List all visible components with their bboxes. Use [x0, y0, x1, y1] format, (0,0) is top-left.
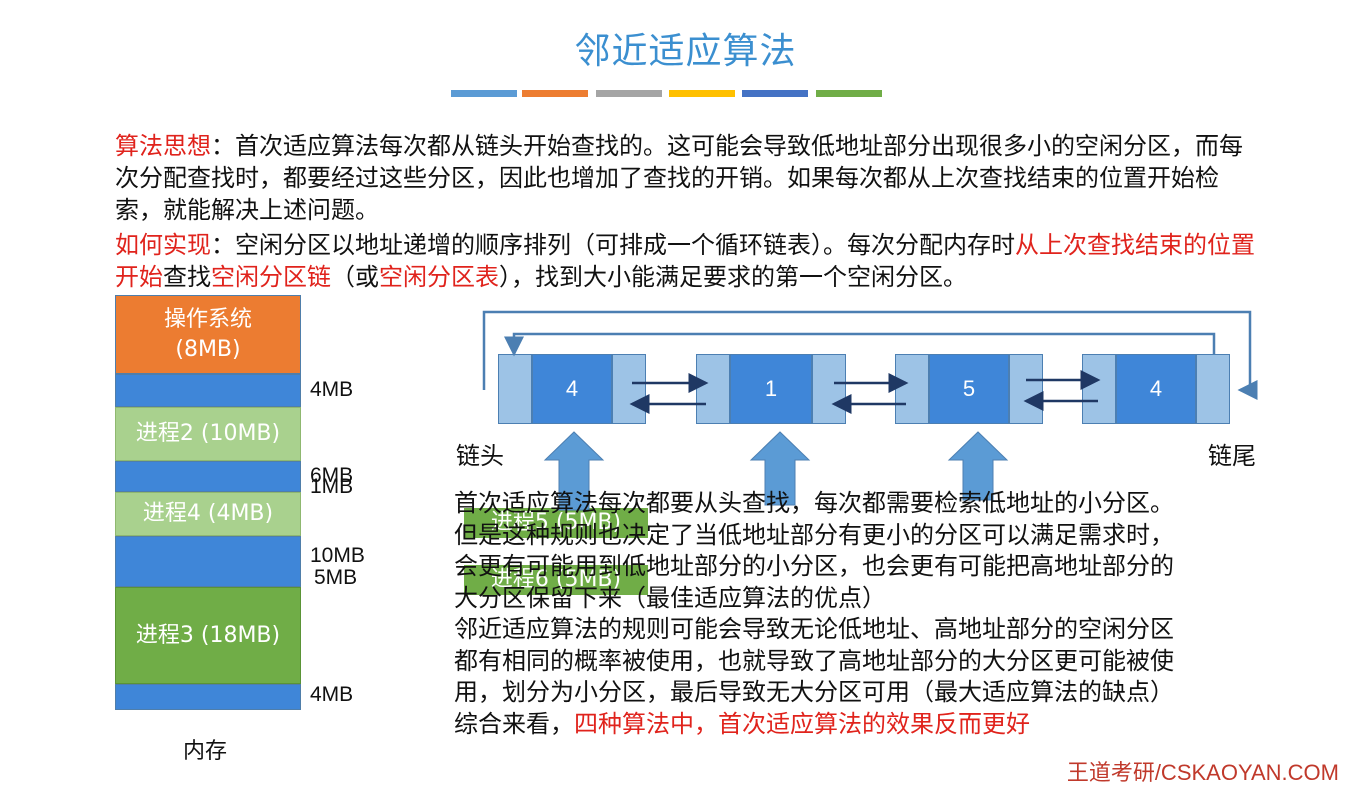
implementation-paragraph: 如何实现：空闲分区以地址递增的顺序排列（可排成一个循环链表）。每次分配内存时从上…	[115, 229, 1265, 293]
memory-block-os: 操作系统 (8MB)	[115, 295, 301, 374]
free-size-3b: 5MB	[314, 566, 358, 589]
list-node-1-value: 4	[532, 354, 612, 424]
process6-label: 进程6 (5MB)	[490, 567, 622, 592]
memory-block-free-3	[115, 536, 301, 587]
os-label: 操作系统	[163, 306, 252, 332]
free-size-1: 4MB	[310, 378, 354, 401]
explanation-line: 邻近适应算法的规则可能会导致无论低地址、高地址部分的空闲分区	[454, 615, 1174, 643]
list-node-1: 4	[498, 354, 646, 424]
impl-text-3: （或	[331, 263, 379, 291]
free-size-4: 4MB	[310, 683, 354, 706]
up-arrow-1	[543, 431, 605, 511]
explanation-line: 大分区保留下来（最佳适应算法的优点）	[454, 583, 886, 612]
impl-red-2: 空闲分区链	[211, 263, 331, 291]
impl-text-1: ：空闲分区以地址递增的顺序排列（可排成一个循环链表）。每次分配内存时	[211, 231, 1015, 259]
title-bar-6	[816, 90, 882, 97]
page-title: 邻近适应算法	[574, 31, 797, 72]
conclusion-highlight: 四种算法中，首次适应算法的效果反而更好	[574, 709, 1030, 738]
title-bar-3	[596, 90, 662, 97]
memory-block-free-4	[115, 684, 301, 710]
title-bar-1	[451, 90, 517, 97]
explanation-line: 会更有可能用到低地址部分的小分区，也会更有可能把高地址部分的	[454, 552, 1174, 580]
loop-inner-arrow	[504, 332, 1216, 357]
impl-text-2: 查找	[163, 263, 211, 291]
list-node-4-value: 4	[1116, 354, 1196, 424]
footer-brand: 王道考研/CSKAOYAN.COM	[1066, 760, 1339, 785]
idea-text: ：首次适应算法每次都从链头开始查找的。这可能会导致低地址部分出现很多小的空闲分区…	[115, 132, 1243, 224]
memory-block-process4: 进程4 (4MB)	[115, 492, 301, 536]
conclusion-prefix: 综合来看，	[454, 709, 574, 738]
free-size-3a: 10MB	[310, 544, 365, 567]
list-node-3-value: 5	[929, 354, 1009, 424]
process4-label: 进程4 (4MB)	[142, 501, 274, 526]
impl-red-1: 从上次查找结束的位置开始	[115, 231, 1255, 291]
explanation-line: 用，划分为小分区，最后导致无大分区可用（最大适应算法的缺点）	[454, 678, 1174, 706]
loop-outer-arrow	[482, 310, 1258, 400]
memory-block-free-2	[115, 461, 301, 492]
process5-label: 进程5 (5MB)	[490, 510, 622, 535]
idea-label: 算法思想	[115, 132, 211, 160]
process6-box: 进程6 (5MB)	[464, 565, 648, 595]
impl-label: 如何实现	[115, 231, 211, 259]
impl-red-3: 空闲分区表	[379, 263, 499, 291]
title-bar-2	[522, 90, 588, 97]
explanation-line: 但是这种规则也决定了当低地址部分有更小的分区可以满足需求时，	[454, 520, 1174, 549]
free-size-2a: 6MB	[310, 464, 354, 487]
memory-block-process2: 进程2 (10MB)	[115, 407, 301, 461]
list-tail-label: 链尾	[1208, 442, 1256, 470]
free-size-2b: 1MB	[310, 475, 354, 498]
up-arrow-3	[947, 431, 1009, 501]
memory-block-free-1	[115, 374, 301, 407]
memory-block-process3: 进程3 (18MB)	[115, 587, 301, 684]
explanation-text: 首次适应算法每次都要从头查找，每次都需要检索低地址的小分区。 但是这种规则也决定…	[454, 488, 1274, 740]
memory-label: 内存	[183, 739, 228, 764]
process5-box: 进程5 (5MB)	[464, 508, 648, 538]
process2-label: 进程2 (10MB)	[135, 421, 281, 446]
up-arrow-2	[749, 431, 811, 506]
explanation-line: 都有相同的概率被使用，也就导致了高地址部分的大分区更可能被使	[454, 646, 1174, 675]
title-bar-4	[669, 90, 735, 97]
list-node-2-value: 1	[730, 354, 812, 424]
explanation-line: 首次适应算法每次都要从头查找，每次都需要检索低地址的小分区。	[454, 489, 1174, 517]
os-size: (8MB)	[175, 336, 241, 362]
title-bar-5	[742, 90, 808, 97]
list-head-label: 链头	[456, 442, 504, 470]
impl-text-4: ），找到大小能满足要求的第一个空闲分区。	[499, 263, 967, 291]
algorithm-idea-paragraph: 算法思想：首次适应算法每次都从链头开始查找的。这可能会导致低地址部分出现很多小的…	[115, 130, 1265, 226]
conclusion-line: 综合来看，四种算法中，首次适应算法的效果反而更好	[454, 709, 1274, 741]
process3-label: 进程3 (18MB)	[135, 622, 281, 648]
